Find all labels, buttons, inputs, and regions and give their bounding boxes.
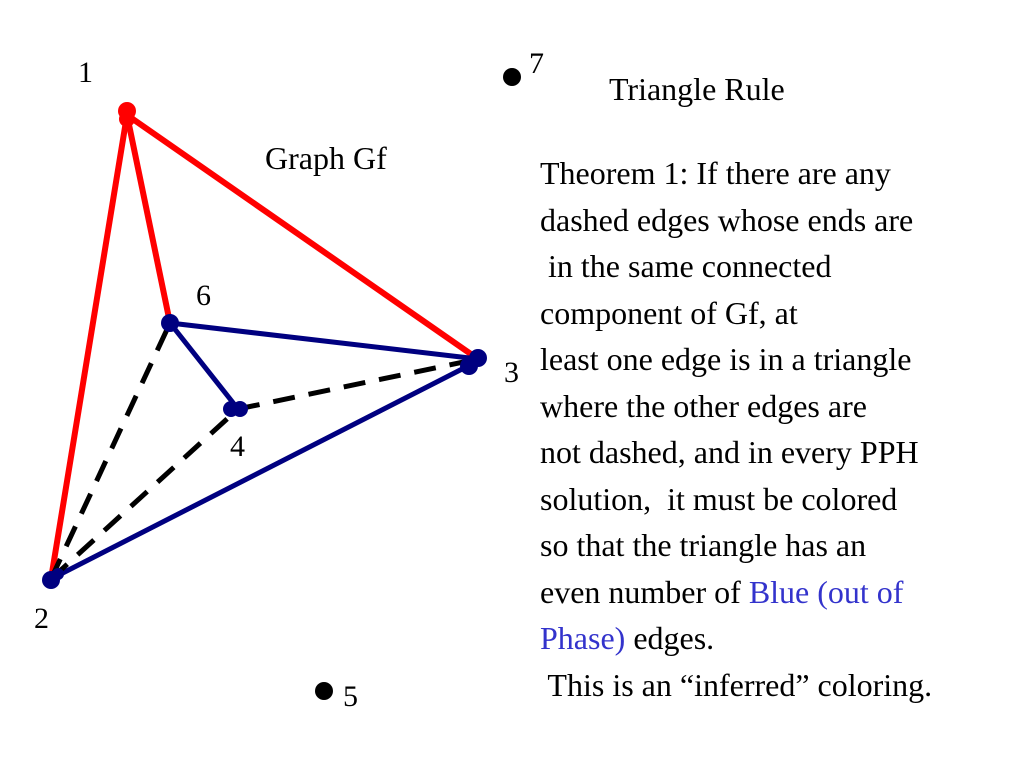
node-6-label: 6	[196, 279, 211, 312]
edge-1-6	[124, 114, 173, 324]
edge-1-2	[48, 114, 130, 580]
edge-6-3	[169, 320, 479, 362]
theorem-line: component of Gf, at	[540, 294, 798, 331]
node-7	[503, 68, 521, 86]
theorem-line: Phase) edges.	[540, 615, 1024, 662]
edge-2-4-dashed	[49, 407, 240, 581]
theorem-line: not dashed, and in every PPH	[540, 434, 919, 470]
node-4b	[232, 401, 248, 417]
node-2-label: 2	[34, 602, 49, 635]
edge-1-3	[125, 112, 480, 362]
node-2b	[52, 568, 64, 580]
edge-6-4	[168, 321, 240, 411]
phase-text: Phase)	[540, 620, 626, 656]
inferred-coloring-line: This is an “inferred” coloring.	[540, 666, 933, 703]
node-3-label: 3	[504, 356, 519, 389]
edge-4-3-dashed	[237, 356, 479, 412]
theorem-line: Theorem 1: If there are any	[540, 155, 891, 191]
node-1b	[119, 111, 135, 127]
edge-2-6-dashed	[48, 321, 173, 581]
node-3b	[460, 357, 478, 375]
theorem-line: where the other edges are	[540, 387, 867, 424]
theorem-line: so that the triangle has an	[540, 527, 867, 563]
theorem-text-suffix: edges.	[625, 620, 715, 656]
node-7-label: 7	[529, 47, 544, 80]
node-1-label: 1	[78, 56, 93, 89]
node-5-label: 5	[343, 680, 358, 713]
theorem-text: Theorem 1: If there are any dashed edges…	[540, 150, 1024, 708]
node-6	[161, 314, 179, 332]
theorem-line: in the same connected	[540, 248, 832, 284]
blue-out-of-phase-text: Blue (out of	[748, 573, 904, 610]
theorem-text-prefix: even number of	[540, 573, 749, 610]
theorem-line: dashed edges whose ends are	[540, 201, 914, 238]
node-5	[315, 682, 333, 700]
theorem-line: even number of Blue (out of	[540, 569, 1024, 616]
graph-title: Graph Gf	[265, 140, 387, 176]
slide-title: Triangle Rule	[609, 71, 785, 107]
edge-2-3	[49, 362, 472, 582]
node-4-label: 4	[230, 430, 245, 463]
theorem-line: solution, it must be colored	[540, 480, 898, 517]
theorem-line: least one edge is in a triangle	[540, 341, 912, 377]
